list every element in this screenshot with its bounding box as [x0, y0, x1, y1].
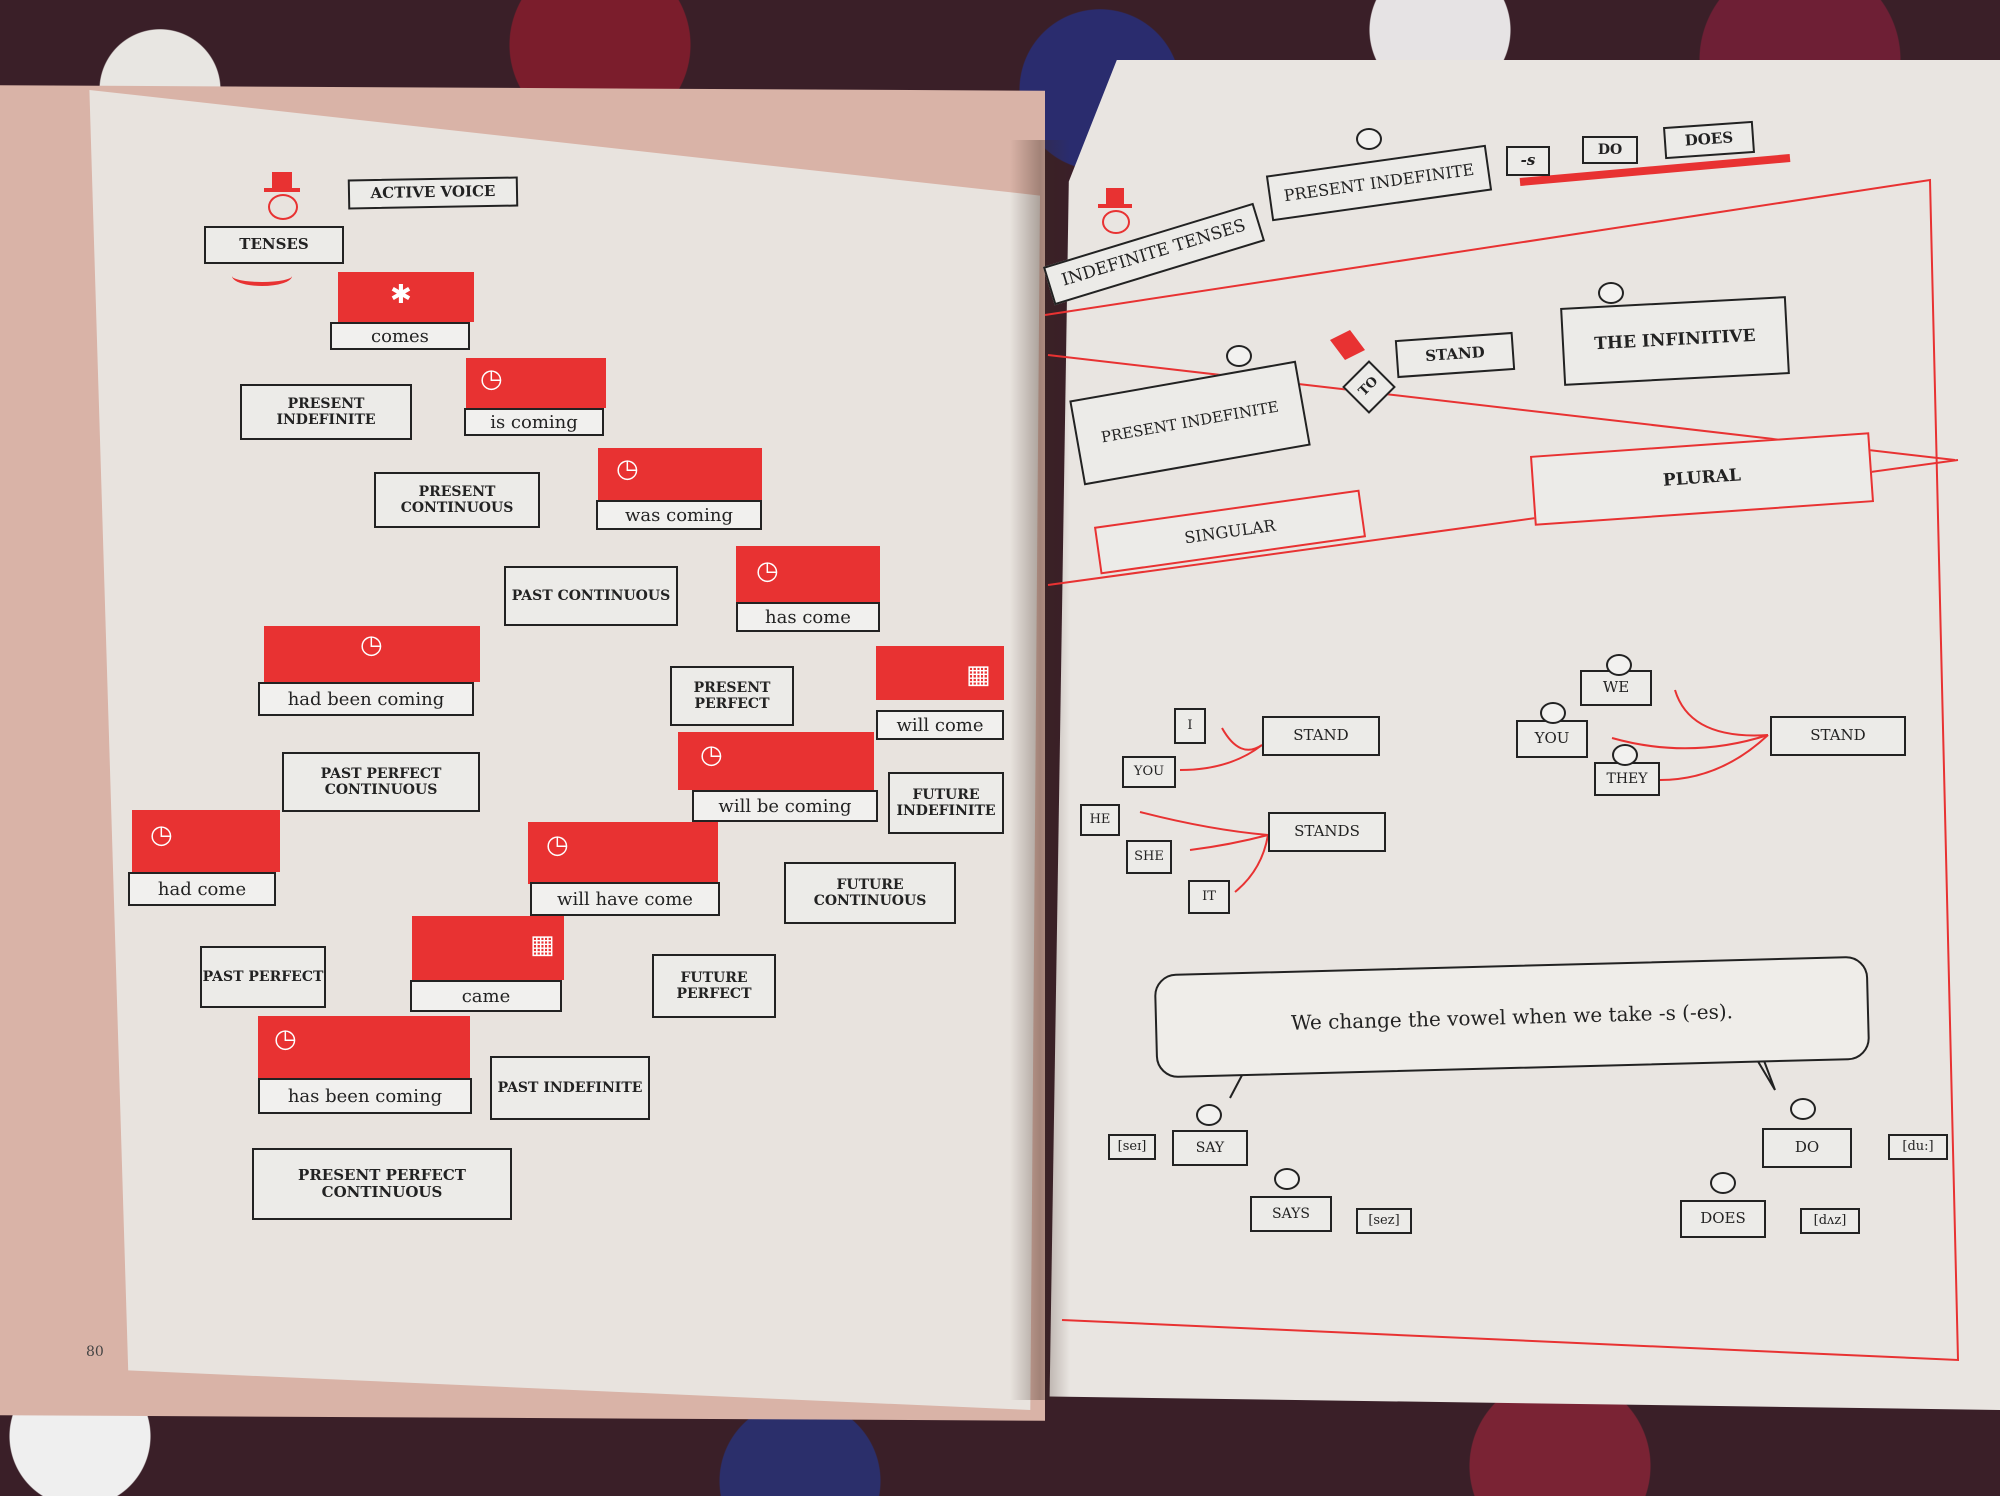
tense-name: PRESENT PERFECT CONTINUOUS [252, 1148, 512, 1220]
tense-verb: has been coming [258, 1078, 472, 1114]
clock-icon: ◷ [546, 830, 569, 860]
walking-figure-icon: ✱ [390, 280, 412, 310]
tense-verb: will have come [530, 882, 720, 916]
ipa-does: [dʌz] [1800, 1208, 1860, 1234]
figure-head-icon [1790, 1098, 1816, 1120]
top-hat-mascot-icon [1098, 188, 1132, 240]
tense-name: FUTURE INDEFINITE [888, 772, 1004, 834]
tense-icon-banner [678, 732, 874, 790]
mascot-feet-icon [232, 266, 292, 286]
tense-name: FUTURE CONTINUOUS [784, 862, 956, 924]
vowel-change-caption: We change the vowel when we take -s (-es… [1153, 955, 1871, 1079]
tense-name: PAST PERFECT CONTINUOUS [282, 752, 480, 812]
figure-head-icon [1612, 744, 1638, 766]
clock-icon: ◷ [480, 364, 503, 394]
active-voice-label: ACTIVE VOICE [347, 176, 519, 210]
clock-icon: ◷ [360, 630, 383, 660]
verb-stand-plural: STAND [1770, 716, 1906, 756]
left-page [89, 90, 1040, 1410]
tense-name: PAST CONTINUOUS [504, 566, 678, 626]
word-say: SAY [1172, 1130, 1248, 1166]
tense-verb: will be coming [692, 790, 878, 822]
tenses-label: TENSES [204, 226, 344, 264]
clock-icon: ◷ [150, 820, 173, 850]
tense-verb: had come [128, 872, 276, 906]
figure-head-icon [1606, 654, 1632, 676]
tense-icon-banner [258, 1016, 470, 1080]
tense-name: FUTURE PERFECT [652, 954, 776, 1018]
tense-icon-banner [598, 448, 762, 500]
clock-icon: ◷ [700, 740, 723, 770]
ipa-says: [sez] [1356, 1208, 1412, 1234]
calendar-icon: ▦ [966, 660, 991, 690]
pronoun-you-plural: YOU [1516, 720, 1588, 758]
verb-stands: STANDS [1268, 812, 1386, 852]
tense-icon-banner [338, 272, 474, 322]
tense-icon-banner [132, 810, 280, 872]
tense-icon-banner [466, 358, 606, 408]
figure-head-icon [1710, 1172, 1736, 1194]
clock-icon: ◷ [616, 454, 639, 484]
tense-name: PAST PERFECT [200, 946, 326, 1008]
tense-name: PRESENT INDEFINITE [240, 384, 412, 440]
ipa-do: [du:] [1888, 1134, 1948, 1160]
do-label: DO [1582, 136, 1638, 164]
the-infinitive-sign: THE INFINITIVE [1560, 296, 1790, 386]
tense-verb: had been coming [258, 682, 474, 716]
word-do: DO [1762, 1128, 1852, 1168]
tense-verb: has come [736, 602, 880, 632]
calendar-icon: ▦ [530, 930, 555, 960]
figure-head-icon [1196, 1104, 1222, 1126]
word-does: DOES [1680, 1200, 1766, 1238]
pronoun-they: THEY [1594, 762, 1660, 796]
tense-verb: was coming [596, 500, 762, 530]
clock-icon: ◷ [756, 556, 779, 586]
figure-head-icon [1540, 702, 1566, 724]
tense-icon-banner [736, 546, 880, 604]
pronoun-he: HE [1080, 804, 1120, 836]
tense-icon-banner [412, 916, 564, 980]
tense-name: PRESENT PERFECT [670, 666, 794, 726]
pronoun-i: I [1174, 708, 1206, 744]
s-suffix-label: -s [1506, 146, 1550, 176]
book-gutter [1010, 140, 1070, 1400]
pronoun-you: YOU [1122, 756, 1176, 788]
tense-verb: is coming [464, 408, 604, 436]
figure-head-icon [1226, 345, 1252, 367]
tense-name: PAST INDEFINITE [490, 1056, 650, 1120]
verb-stand-singular: STAND [1262, 716, 1380, 756]
pronoun-it: IT [1188, 880, 1230, 914]
clock-icon: ◷ [274, 1024, 297, 1054]
page-number: 80 [86, 1344, 104, 1360]
pronoun-she: SHE [1126, 840, 1172, 874]
figure-head-icon [1356, 128, 1382, 150]
figure-head-icon [1598, 282, 1624, 304]
word-says: SAYS [1250, 1196, 1332, 1232]
tense-icon-banner [528, 822, 718, 884]
ipa-say: [seɪ] [1108, 1134, 1156, 1160]
does-label: DOES [1662, 120, 1756, 160]
top-hat-mascot-icon [262, 172, 302, 222]
tense-name: PRESENT CONTINUOUS [374, 472, 540, 528]
figure-head-icon [1274, 1168, 1300, 1190]
tense-icon-banner [876, 646, 1004, 700]
tense-verb: came [410, 980, 562, 1012]
tense-verb: comes [330, 322, 470, 350]
tense-icon-banner [264, 626, 480, 682]
tense-verb: will come [876, 710, 1004, 740]
